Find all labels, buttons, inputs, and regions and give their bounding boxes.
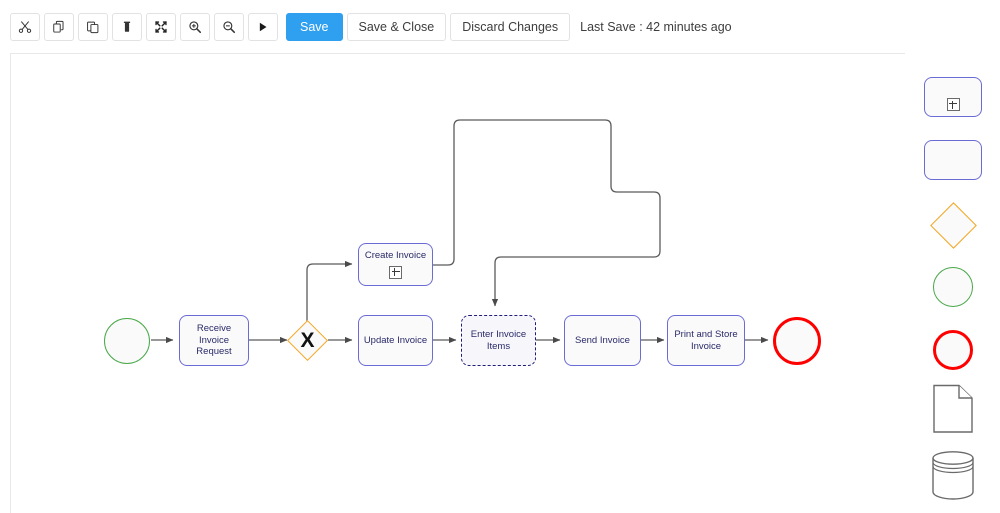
- task-enter-invoice-items[interactable]: Enter Invoice Items: [461, 315, 536, 366]
- palette-data-store-item[interactable]: [906, 449, 1000, 506]
- palette-gateway-item[interactable]: [906, 201, 1000, 249]
- palette-subprocess-shape: [924, 77, 982, 117]
- start-event-node[interactable]: [104, 318, 150, 364]
- last-save-status: Last Save : 42 minutes ago: [580, 19, 732, 34]
- subprocess-plus-icon: [946, 98, 960, 111]
- task-receive-invoice-request[interactable]: Receive Invoice Request: [179, 315, 249, 366]
- cut-icon: [18, 20, 32, 34]
- palette-subprocess-item[interactable]: [906, 75, 1000, 119]
- fit-screen-icon: [154, 20, 168, 34]
- play-icon: [256, 20, 270, 34]
- save-button[interactable]: Save: [286, 12, 343, 41]
- task-label: Enter Invoice Items: [470, 329, 527, 352]
- task-print-and-store-invoice[interactable]: Print and Store Invoice: [667, 315, 745, 366]
- connector-create-enter: [432, 119, 661, 307]
- fit-screen-button[interactable]: [146, 12, 176, 41]
- connector-gateway-create: [306, 260, 353, 326]
- palette-task-item[interactable]: [906, 138, 1000, 182]
- gateway-x-label: X: [300, 329, 315, 352]
- paste-button[interactable]: [78, 12, 108, 41]
- task-label: Send Invoice: [575, 334, 630, 346]
- delete-icon: [120, 20, 134, 34]
- palette-end-event-item[interactable]: [906, 327, 1000, 373]
- task-label: Update Invoice: [363, 334, 428, 346]
- zoom-in-button[interactable]: [180, 12, 210, 41]
- palette-data-object-item[interactable]: [906, 384, 1000, 439]
- zoom-in-icon: [188, 20, 202, 34]
- exclusive-gateway-node[interactable]: X: [286, 319, 329, 362]
- run-button[interactable]: [248, 12, 278, 41]
- task-label: Receive Invoice Request: [196, 323, 232, 358]
- end-event-node[interactable]: [773, 317, 821, 365]
- subprocess-create-invoice[interactable]: Create Invoice: [358, 243, 433, 286]
- delete-button[interactable]: [112, 12, 142, 41]
- copy-button[interactable]: [44, 12, 74, 41]
- diagram-canvas[interactable]: Receive Invoice Request X Create Invoice…: [10, 53, 905, 513]
- toolbar: Save Save & Close Discard Changes Last S…: [0, 0, 1000, 53]
- copy-icon: [52, 20, 66, 34]
- zoom-out-button[interactable]: [214, 12, 244, 41]
- data-object-icon: [932, 384, 974, 439]
- subprocess-plus-icon: [389, 265, 402, 279]
- discard-changes-button[interactable]: Discard Changes: [450, 12, 571, 41]
- data-store-icon: [930, 449, 976, 506]
- palette-task-shape: [924, 140, 982, 180]
- task-update-invoice[interactable]: Update Invoice: [358, 315, 433, 366]
- palette-end-event-shape: [933, 330, 973, 370]
- palette-gateway-shape: [929, 201, 977, 249]
- paste-icon: [86, 20, 100, 34]
- save-and-close-button[interactable]: Save & Close: [346, 12, 447, 41]
- palette-start-event-item[interactable]: [906, 265, 1000, 309]
- palette-start-event-shape: [933, 267, 973, 307]
- cut-button[interactable]: [10, 12, 40, 41]
- task-label: Print and Store Invoice: [674, 329, 738, 352]
- task-send-invoice[interactable]: Send Invoice: [564, 315, 641, 366]
- task-label: Create Invoice: [364, 250, 427, 262]
- shape-palette: [906, 53, 1000, 513]
- connector-layer: [151, 119, 769, 344]
- zoom-out-icon: [222, 20, 236, 34]
